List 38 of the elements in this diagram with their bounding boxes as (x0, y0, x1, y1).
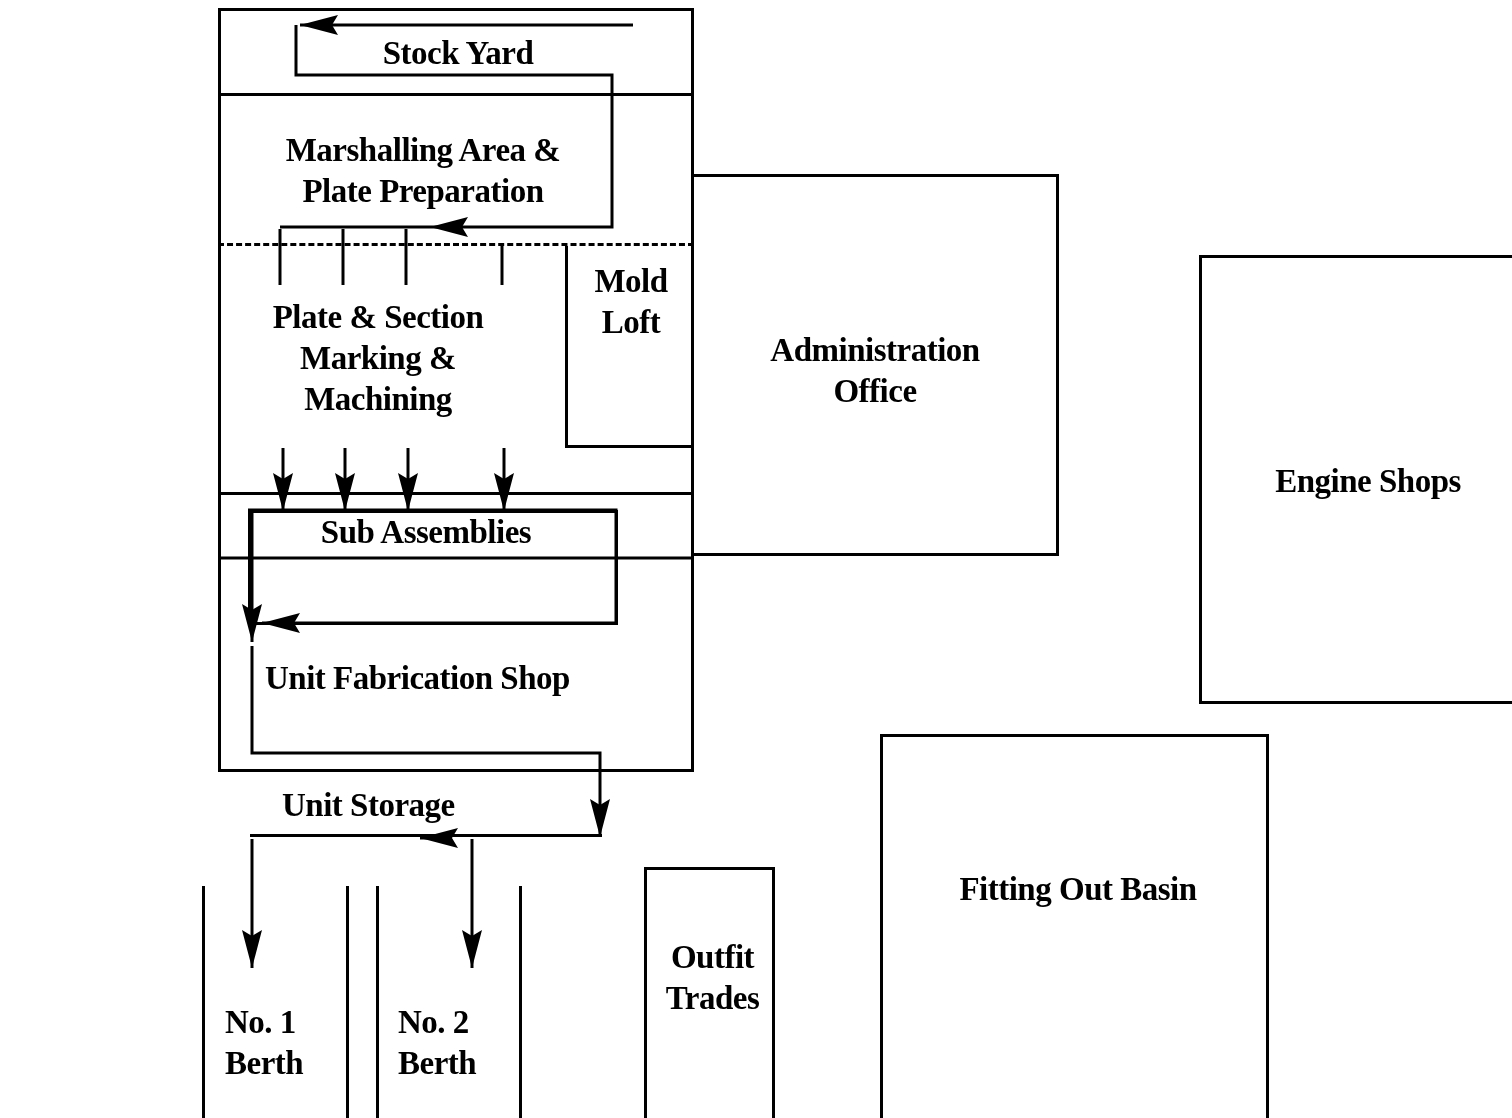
area-name: Plate & Section Marking & Machining (271, 298, 485, 419)
flow-arrow (335, 448, 355, 511)
flow-arrow (242, 839, 262, 968)
area-outline (218, 8, 694, 94)
flow-line (278, 229, 282, 285)
flow-arrow (590, 772, 610, 837)
flow-arrow (462, 839, 482, 968)
area-outline (1199, 255, 1512, 704)
area-outline (376, 886, 522, 1118)
flow-arrow (300, 15, 633, 35)
area-name: No. 1 Berth (225, 1003, 305, 1083)
area-outline (218, 93, 694, 244)
area-name: Unit Fabrication Shop (265, 659, 571, 698)
area-name: Fitting Out Basin (958, 870, 1198, 909)
area-name: Mold Loft (593, 262, 669, 342)
area-name: Stock Yard (381, 34, 535, 73)
area-label: Unit Storage (250, 785, 602, 837)
area-outline (565, 246, 693, 448)
area-outline (218, 492, 694, 772)
area-name: Marshalling Area & Plate Preparation (284, 131, 562, 211)
area-name: Sub Assemblies (319, 513, 533, 552)
flow-arrow (273, 448, 293, 511)
area-name: Engine Shops (1274, 462, 1462, 501)
flow-line (500, 244, 504, 285)
area-outline (880, 734, 1269, 1118)
flow-arrow (494, 448, 514, 511)
area-name: Administration Office (769, 331, 981, 411)
flow-arrow (242, 512, 262, 642)
flow-arrow (294, 25, 614, 237)
area-outline (693, 174, 1059, 556)
area-outline (218, 243, 694, 448)
area-name: Outfit Trades (664, 938, 761, 1018)
area-outline (644, 867, 775, 1118)
area-outline (202, 886, 349, 1118)
area-name: No. 2 Berth (398, 1003, 478, 1083)
flow-line (341, 229, 345, 285)
flow-arrow (398, 448, 418, 511)
flow-line (404, 229, 408, 285)
